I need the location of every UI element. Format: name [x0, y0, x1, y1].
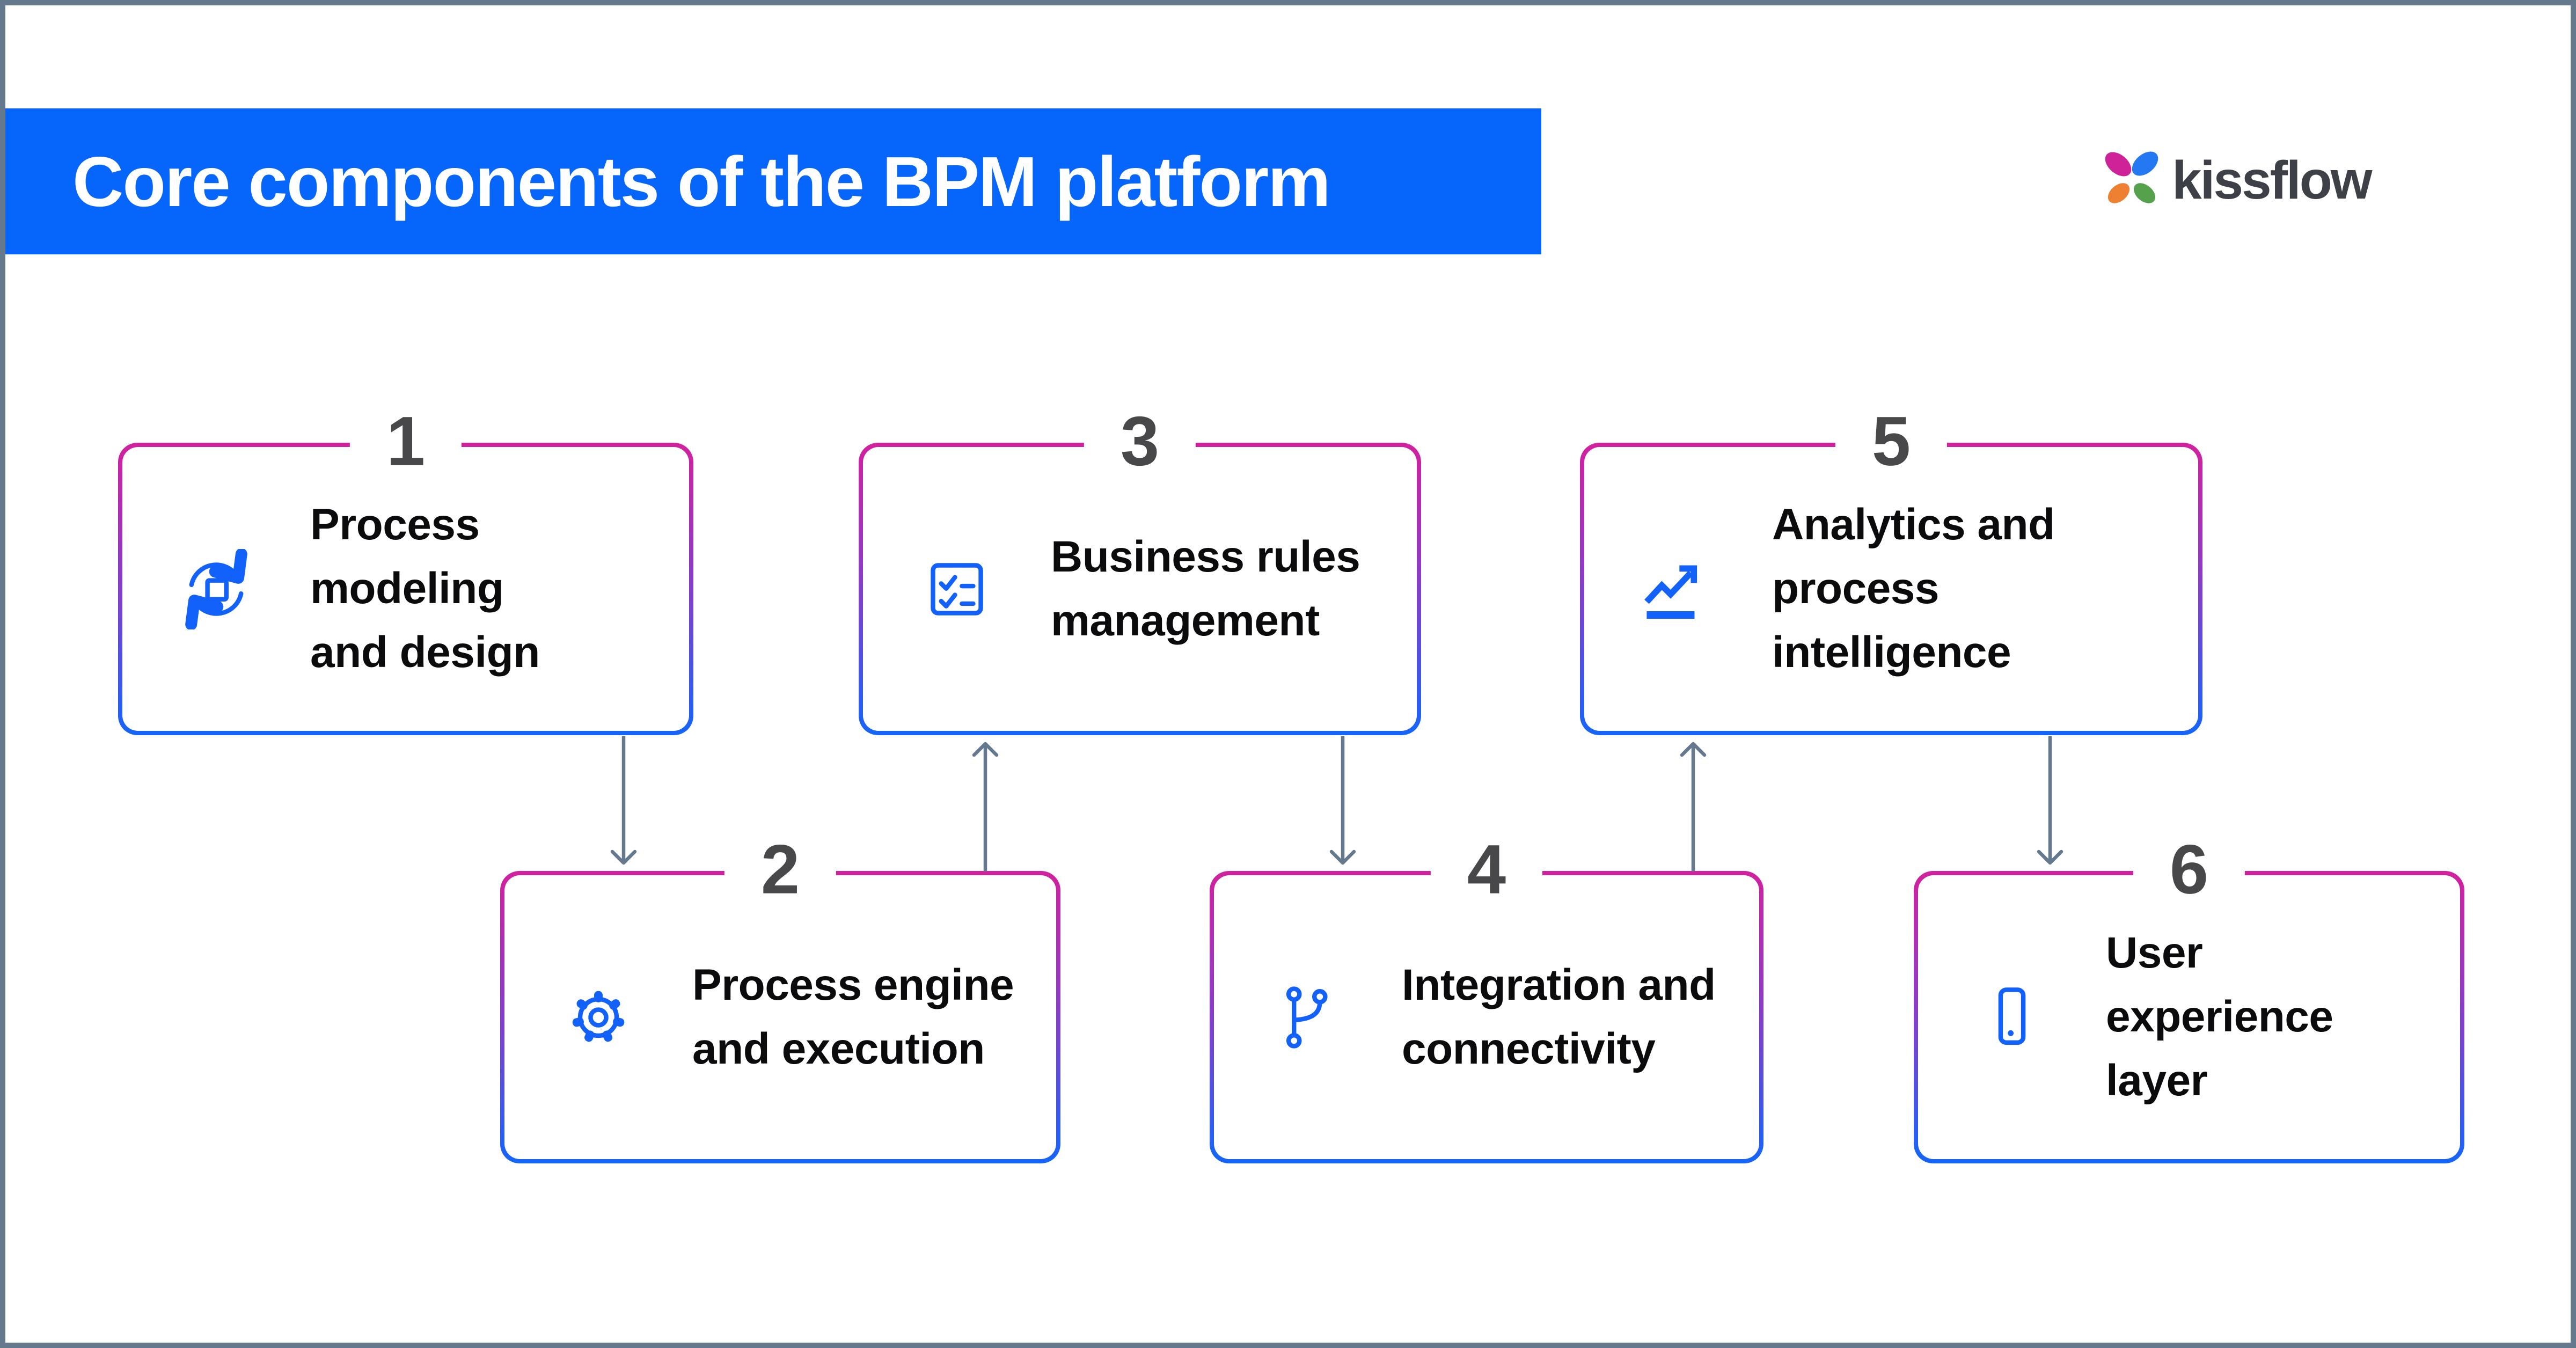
petal-bottom-left	[2107, 183, 2130, 203]
card-number: 2	[724, 831, 837, 908]
card-number: 4	[1430, 831, 1543, 908]
flow-arrow-4-to-5	[1672, 738, 1715, 871]
card-process-engine: 2 Process eng	[500, 831, 1060, 1163]
card-title: Process modeling and design	[310, 500, 540, 677]
smartphone-icon	[1972, 977, 2052, 1058]
checklist-icon	[917, 549, 997, 629]
flow-arrow-1-to-2	[602, 736, 645, 869]
petal-top-right	[2132, 151, 2158, 176]
flow-arrow-5-to-6	[2029, 736, 2072, 869]
petal-bottom-right	[2133, 183, 2156, 203]
gear-icon	[558, 977, 639, 1058]
card-number: 6	[2133, 831, 2245, 908]
git-branch-icon	[1268, 977, 1348, 1058]
card-integration: 4 Integration and connectivity	[1210, 831, 1763, 1163]
card-analytics: 5 Analytics and process intelligence	[1580, 402, 2202, 735]
header-banner: Core components of the BPM platform	[5, 108, 1541, 254]
brand-wordmark: kissflow	[2172, 150, 2373, 210]
kissflow-logo-icon: kissflow	[2105, 150, 2374, 210]
card-user-experience: 6 User experience layer	[1914, 831, 2464, 1163]
card-title: Integration and connectivity	[1402, 960, 1716, 1073]
card-number: 3	[1084, 402, 1196, 480]
card-title: Analytics and process intelligence	[1772, 500, 2055, 677]
card-business-rules: 3 Business rules management	[859, 402, 1421, 735]
petal-top-left	[2105, 152, 2132, 177]
flow-arrow-2-to-3	[964, 738, 1007, 871]
brand-logo: kissflow	[2101, 149, 2477, 214]
trend-chart-icon	[1638, 549, 1718, 629]
process-cycle-icon	[176, 548, 257, 629]
flow-arrow-3-to-4	[1321, 736, 1364, 869]
card-title: Business rules management	[1051, 532, 1360, 645]
card-process-modeling: 1 Process modeling and design	[118, 402, 693, 735]
card-number: 5	[1835, 402, 1948, 480]
card-title: User experience layer	[2106, 928, 2333, 1105]
page-title: Core components of the BPM platform	[72, 142, 1331, 221]
card-number: 1	[349, 402, 462, 480]
card-title: Process engine and execution	[692, 960, 1014, 1073]
